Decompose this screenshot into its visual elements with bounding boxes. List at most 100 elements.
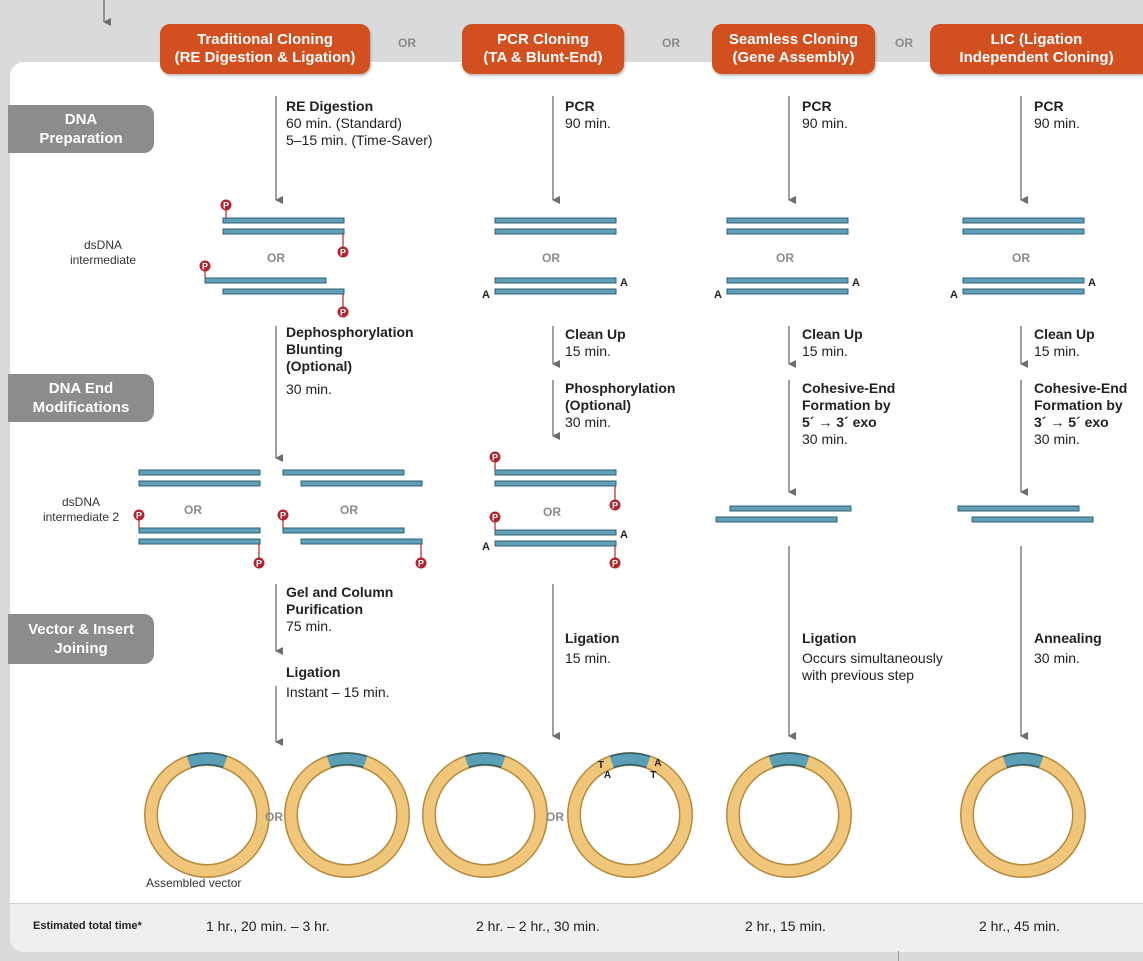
overhang-a-label: A xyxy=(714,289,722,301)
dna-strand xyxy=(715,516,838,523)
dna-strand xyxy=(494,217,617,224)
dna-strand xyxy=(282,469,405,476)
step-detail: 15 min. xyxy=(1034,343,1080,359)
stage-dna-preparation: DNA Preparation xyxy=(8,105,154,153)
step-detail: 30 min. xyxy=(286,381,332,397)
plasmid-vector-icon xyxy=(284,752,410,878)
insert-segment xyxy=(465,754,505,767)
phosphate-icon xyxy=(489,511,501,523)
plasmid-ring xyxy=(285,753,409,877)
dna-strand xyxy=(957,505,1080,512)
phosphate-icon xyxy=(609,499,621,511)
step-detail: 60 min. (Standard) 5–15 min. (Time-Saver… xyxy=(286,115,433,148)
overhang-label: A xyxy=(604,770,611,781)
phosphate-icon xyxy=(199,260,211,272)
step-title: PCR xyxy=(802,98,832,114)
label-dsdna-intermediate-2: dsDNA intermediate 2 xyxy=(42,495,120,524)
plasmid-ring xyxy=(727,753,851,877)
step-title: Cohesive-End Formation by 3´ → 5´ exo xyxy=(1034,380,1128,430)
dna-strand xyxy=(962,217,1085,224)
overhang-a-label: A xyxy=(482,541,490,553)
footer-divider xyxy=(898,951,899,961)
phosphate-label: P xyxy=(612,501,618,511)
step-detail: 90 min. xyxy=(565,115,611,131)
plasmid-ring xyxy=(961,753,1085,877)
dna-strand xyxy=(138,480,261,487)
overhang-label: T xyxy=(598,760,604,771)
phosphate-icon xyxy=(489,451,501,463)
stage-vector-insert-joining: Vector & Insert Joining xyxy=(8,614,154,664)
overhang-a-label: A xyxy=(482,289,490,301)
or-label: OR xyxy=(1012,251,1030,265)
step-title: Cohesive-End Formation by 5´ → 3´ exo xyxy=(802,380,896,430)
overhang-label: A xyxy=(654,758,661,769)
overhang-a-label: A xyxy=(620,529,628,541)
plasmid-ring xyxy=(568,753,692,877)
phosphate-icon xyxy=(337,306,349,318)
dna-strand xyxy=(138,538,261,545)
step-title: Ligation xyxy=(286,664,341,680)
method-traditional: Traditional Cloning (RE Digestion & Liga… xyxy=(160,24,370,74)
step-detail: 30 min. xyxy=(1034,650,1080,666)
plasmid-vector-icon xyxy=(144,752,270,878)
insert-segment xyxy=(1003,754,1043,767)
total-time-pcr: 2 hr. – 2 hr., 30 min. xyxy=(476,918,600,934)
phosphate-label: P xyxy=(223,201,229,211)
step-title: Gel and Column Purification xyxy=(286,584,394,617)
dna-strand xyxy=(971,516,1094,523)
phosphate-label: P xyxy=(280,511,286,521)
overhang-a-label: A xyxy=(950,289,958,301)
phosphate-label: P xyxy=(418,559,424,569)
plasmid-vector-icon xyxy=(726,752,852,878)
or-label: OR xyxy=(543,505,561,519)
method-pcr: PCR Cloning (TA & Blunt-End) xyxy=(462,24,624,74)
step-title: Clean Up xyxy=(1034,326,1095,342)
step-title: Ligation xyxy=(802,630,857,646)
traditional-step-dephosphorylation: Dephosphorylation Blunting (Optional)30 … xyxy=(286,324,414,398)
phosphate-label: P xyxy=(340,248,346,258)
phosphate-label: P xyxy=(256,559,262,569)
dna-strand xyxy=(726,228,849,235)
stage-dna-end-modifications: DNA End Modifications xyxy=(8,374,154,422)
step-detail: 30 min. xyxy=(802,431,848,447)
dna-strand xyxy=(494,480,617,487)
dna-strand xyxy=(962,288,1085,295)
plasmid-ring xyxy=(145,753,269,877)
total-time-lic: 2 hr., 45 min. xyxy=(979,918,1060,934)
or-label: OR xyxy=(546,810,564,824)
or-label: OR xyxy=(542,251,560,265)
phosphate-label: P xyxy=(492,453,498,463)
method-lic: LIC (Ligation Independent Cloning) xyxy=(930,24,1143,74)
step-title: Phosphorylation (Optional) xyxy=(565,380,676,413)
dna-strand xyxy=(204,277,327,284)
step-title: Clean Up xyxy=(565,326,626,342)
phosphate-icon xyxy=(253,557,265,569)
dna-strand xyxy=(494,277,617,284)
phosphate-label: P xyxy=(612,559,618,569)
estimated-total-time-label: Estimated total time* xyxy=(33,920,142,932)
dna-strand xyxy=(494,529,617,536)
plasmid-vector-icon xyxy=(422,752,548,878)
step-detail: 30 min. xyxy=(1034,431,1080,447)
dna-strand xyxy=(726,288,849,295)
phosphate-icon xyxy=(415,557,427,569)
dna-strand xyxy=(222,217,345,224)
dna-strand xyxy=(300,480,423,487)
step-detail: Occurs simultaneously with previous step xyxy=(802,650,943,683)
phosphate-label: P xyxy=(340,308,346,318)
plasmid-vector-icon xyxy=(567,752,693,878)
dna-strand xyxy=(138,469,261,476)
total-time-seamless: 2 hr., 15 min. xyxy=(745,918,826,934)
or-label: OR xyxy=(267,251,285,265)
overhang-a-label: A xyxy=(1088,277,1096,289)
